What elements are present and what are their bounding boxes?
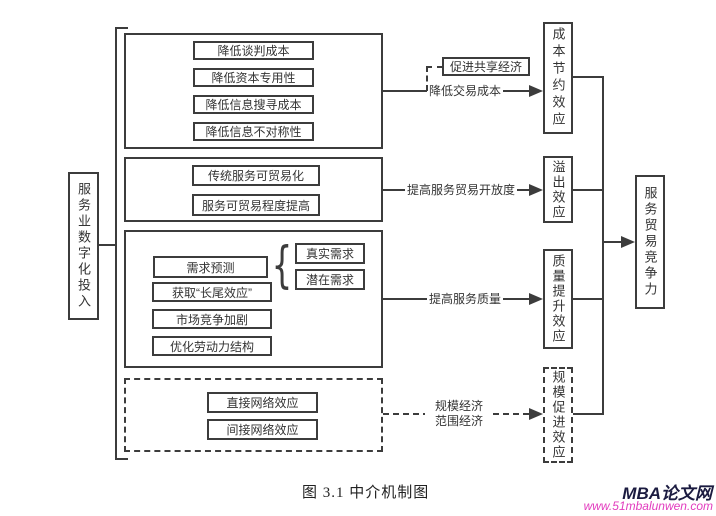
note-connector-vertical-dashed (426, 66, 428, 91)
arrowhead-quality (529, 293, 543, 305)
target-node-service-trade-competitiveness: 服务贸易竞争力 (635, 175, 665, 309)
effect-cost-saving: 成本节约效应 (543, 22, 573, 134)
collector-stub-scale (573, 413, 604, 415)
box-lower-info-search-cost: 降低信息搜寻成本 (193, 95, 314, 114)
box-sharing-economy-note: 促进共享经济 (442, 57, 530, 76)
arrowhead-cost (529, 85, 543, 97)
box-service-tradability-improve: 服务可贸易程度提高 (192, 194, 320, 216)
brace-icon: { (271, 236, 293, 294)
box-long-tail-effect: 获取“长尾效应” (152, 282, 272, 302)
note-connector-horizontal-dashed (426, 66, 443, 68)
box-lower-capital-specificity: 降低资本专用性 (193, 68, 314, 87)
label-lower-transaction-cost: 降低交易成本 (427, 83, 504, 99)
box-real-demand: 真实需求 (295, 243, 365, 264)
box-traditional-service-tradable: 传统服务可贸易化 (192, 165, 320, 186)
bracket-vertical-line (115, 27, 117, 460)
arrowhead-target (621, 236, 635, 248)
collector-stub-spillover (573, 189, 604, 191)
box-potential-demand: 潜在需求 (295, 269, 365, 290)
box-lower-info-asymmetry: 降低信息不对称性 (193, 122, 314, 141)
effect-quality-improvement: 质量提升效应 (543, 249, 573, 349)
watermark-url: www.51mbalunwen.com (583, 499, 713, 513)
box-market-competition: 市场竞争加剧 (152, 309, 272, 329)
label-scale-economy-line1: 规模经济 (434, 399, 483, 413)
collector-stub-quality (573, 298, 604, 300)
source-connector-line (99, 244, 116, 246)
label-scope-economy-line2: 范围经济 (434, 414, 483, 428)
collector-vertical-line (602, 76, 604, 415)
source-node-service-digital-input: 服务业数字化投入 (68, 172, 99, 320)
box-indirect-network-effect: 间接网络效应 (207, 419, 318, 440)
box-lower-negotiation-cost: 降低谈判成本 (193, 41, 314, 60)
target-arrow-line (604, 241, 621, 243)
figure-caption: 图 3.1 中介机制图 (302, 485, 430, 501)
bracket-top-stub (115, 27, 128, 29)
arrowhead-openness (529, 184, 543, 196)
label-trade-openness: 提高服务贸易开放度 (405, 182, 518, 198)
label-service-quality: 提高服务质量 (427, 291, 504, 307)
collector-stub-cost-saving (573, 76, 604, 78)
effect-spillover: 溢出效应 (543, 156, 573, 223)
box-demand-forecast: 需求预测 (153, 256, 268, 278)
effect-scale-promotion: 规模促进效应 (543, 367, 573, 463)
box-direct-network-effect: 直接网络效应 (207, 392, 318, 413)
group-network-effects (124, 378, 383, 452)
watermark-brand: MBA论文网 (622, 484, 712, 503)
label-scale-scope-economy: 规模经济 范围经济 (425, 399, 493, 429)
arrowhead-scale (529, 408, 543, 420)
box-labor-structure: 优化劳动力结构 (152, 336, 272, 356)
bracket-bottom-stub (115, 458, 128, 460)
